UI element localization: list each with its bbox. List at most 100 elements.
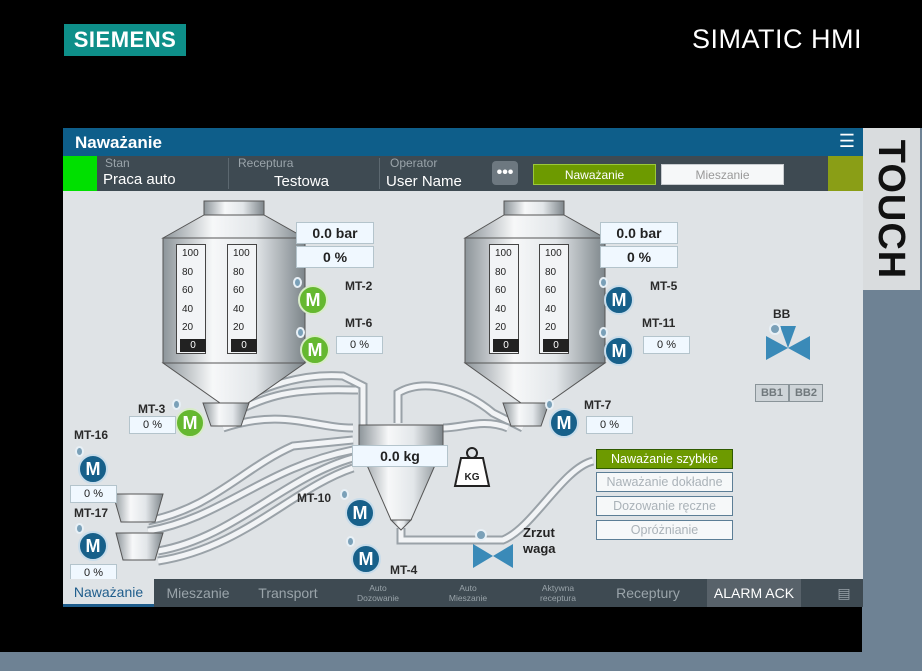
product-name: SIMATIC HMI	[692, 24, 862, 54]
status-indicator-right	[828, 156, 863, 191]
divider	[228, 158, 229, 189]
motor-mt2-icon[interactable]: M	[298, 285, 328, 315]
motor-mt7-label: MT-7	[584, 398, 612, 412]
pressure-right: 0.0 bar	[600, 222, 678, 244]
motor-mt4-icon[interactable]: M	[351, 544, 381, 574]
divider	[379, 158, 380, 189]
motor-mt5-label: MT-5	[650, 279, 678, 293]
siemens-logo: SIEMENS	[64, 24, 186, 56]
motor-mt2-label: MT-2	[345, 279, 373, 293]
motor-mt4-label: MT-4	[390, 563, 418, 577]
status-indicator	[63, 156, 97, 191]
valve-bb-icon	[766, 323, 810, 360]
motor-status-dot	[75, 446, 84, 457]
motor-mt10-label: MT-10	[297, 491, 332, 505]
nav-nawazanie[interactable]: Naważanie	[63, 579, 154, 607]
tab-nawazanie[interactable]: Naważanie	[533, 164, 656, 185]
more-options-button[interactable]: •••	[492, 161, 518, 185]
level-left: 0 %	[296, 246, 374, 268]
stan-label: Stan	[105, 156, 130, 170]
receptura-label: Receptura	[238, 156, 294, 170]
motor-mt6-label: MT-6	[345, 316, 373, 330]
scale-weight-value: 0.0 kg	[352, 445, 448, 467]
motor-mt3-value: 0 %	[129, 416, 176, 434]
silo-right-shape	[463, 200, 607, 427]
motor-status-dot	[346, 536, 355, 547]
nawazanie-szybkie-button[interactable]: Naważanie szybkie	[596, 449, 733, 469]
page-title: Naważanie	[75, 133, 162, 152]
level-bar-left-2	[227, 244, 257, 354]
motor-mt3-label: MT-3	[138, 402, 166, 416]
level-right: 0 %	[600, 246, 678, 268]
operator-value: User Name	[386, 173, 462, 190]
motor-mt16-value: 0 %	[70, 485, 117, 503]
motor-mt17-value: 0 %	[70, 564, 117, 582]
pipes	[147, 371, 595, 566]
bb1-button[interactable]: BB1	[755, 384, 789, 402]
nav-receptury[interactable]: Receptury	[616, 585, 680, 601]
level-value-left-1: 0	[180, 339, 206, 352]
motor-status-dot	[296, 327, 305, 338]
process-diagram: KG	[112, 200, 810, 568]
level-bar-left-1	[176, 244, 206, 354]
stan-value: Praca auto	[103, 171, 176, 188]
alarm-ack-button[interactable]: ALARM ACK	[707, 579, 801, 607]
alarm-list-icon[interactable]: ▤	[837, 584, 851, 601]
motor-mt7-icon[interactable]: M	[549, 408, 579, 438]
dozowanie-reczne-button[interactable]: Dozowanie ręczne	[596, 496, 733, 516]
bb2-button[interactable]: BB2	[789, 384, 823, 402]
nav-transport[interactable]: Transport	[258, 585, 318, 601]
motor-mt3-icon[interactable]: M	[175, 408, 205, 438]
hmi-screen: Naważanie ☰ Stan Praca auto Receptura Te…	[63, 128, 863, 607]
nawazanie-dokladne-button[interactable]: Naważanie dokładne	[596, 472, 733, 492]
level-value-left-2: 0	[231, 339, 257, 352]
level-value-right-1: 0	[493, 339, 519, 352]
level-bar-right-2	[539, 244, 569, 354]
touch-label: TOUCH	[862, 128, 920, 290]
motor-mt10-icon[interactable]: M	[345, 498, 375, 528]
valve-bb-label: BB	[773, 307, 791, 321]
motor-status-dot	[599, 277, 608, 288]
motor-mt16-icon[interactable]: M	[78, 454, 108, 484]
receptura-value: Testowa	[274, 173, 330, 190]
level-bar-right-1	[489, 244, 519, 354]
motor-status-dot	[172, 399, 181, 410]
pressure-left: 0.0 bar	[296, 222, 374, 244]
motor-status-dot	[293, 277, 302, 288]
motor-mt6-icon[interactable]: M	[300, 335, 330, 365]
motor-status-dot	[75, 523, 84, 534]
small-hoppers	[112, 493, 164, 561]
motor-mt6-value: 0 %	[336, 336, 383, 354]
motor-status-dot	[340, 489, 349, 500]
motor-mt11-value: 0 %	[643, 336, 690, 354]
svg-text:KG: KG	[465, 472, 480, 483]
motor-mt5-icon[interactable]: M	[604, 285, 634, 315]
motor-mt16-label: MT-16	[74, 428, 109, 442]
motor-mt11-icon[interactable]: M	[604, 336, 634, 366]
oproznianie-button[interactable]: Opróżnianie	[596, 520, 733, 540]
operator-label: Operator	[390, 156, 438, 170]
valve-zrzut-icon	[473, 529, 513, 568]
hamburger-menu-icon[interactable]: ☰	[838, 131, 855, 151]
tab-mieszanie[interactable]: Mieszanie	[661, 164, 784, 185]
status-bar: Stan Praca auto Receptura Testowa Operat…	[63, 156, 863, 191]
level-value-right-2: 0	[543, 339, 569, 352]
motor-status-dot	[599, 327, 608, 338]
motor-status-dot	[545, 399, 554, 410]
weight-icon: KG	[453, 447, 491, 487]
motor-mt17-icon[interactable]: M	[78, 531, 108, 561]
motor-mt7-value: 0 %	[586, 416, 633, 434]
motor-mt17-label: MT-17	[74, 506, 109, 520]
title-bar: Naważanie ☰	[63, 128, 863, 156]
nav-mieszanie[interactable]: Mieszanie	[166, 585, 230, 601]
motor-mt11-label: MT-11	[642, 316, 676, 330]
